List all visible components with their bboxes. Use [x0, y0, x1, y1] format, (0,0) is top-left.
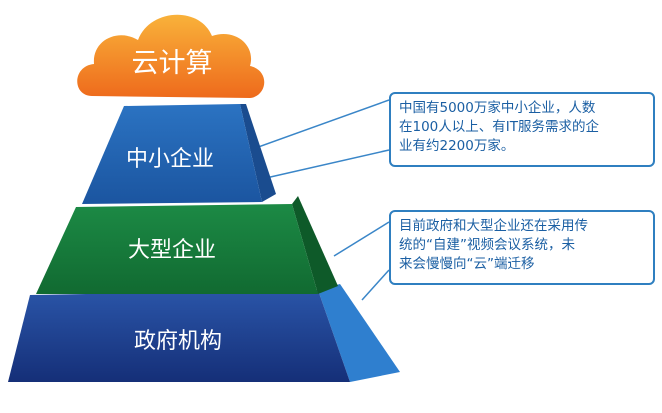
connector-line: [249, 99, 390, 151]
connector-line: [361, 269, 390, 301]
tier-government-front: [8, 290, 350, 382]
cloud-label: 云计算: [132, 48, 213, 79]
connector-line: [265, 149, 390, 179]
tier-sme: [82, 104, 276, 204]
callout-line: 来会慢慢向“云”端迁移: [399, 256, 535, 272]
tier-large-enterprise-label: 大型企业: [128, 238, 216, 263]
tier-large-enterprise-front: [36, 204, 318, 294]
callout-line: 在100人以上、有IT服务需求的企: [399, 119, 599, 135]
callout-line: 统的“自建”视频会议系统，未: [399, 237, 575, 253]
callout-sme: 中国有5000万家中小企业，人数 在100人以上、有IT服务需求的企 业有约22…: [389, 92, 655, 167]
tier-sme-label: 中小企业: [126, 147, 214, 172]
tier-sme-front: [82, 104, 262, 204]
connector-lines: [249, 99, 390, 301]
connector-line: [333, 221, 390, 257]
callout-line: 目前政府和大型企业还在采用传: [399, 218, 588, 234]
callout-line: 中国有5000万家中小企业，人数: [399, 100, 596, 116]
callout-government-enterprise: 目前政府和大型企业还在采用传 统的“自建”视频会议系统，未 来会慢慢向“云”端迁…: [389, 210, 655, 285]
callout-line: 业有约2200万家。: [399, 138, 515, 154]
tier-government-side: [318, 284, 400, 382]
cloud-icon: [77, 14, 265, 98]
tier-government-label: 政府机构: [134, 329, 222, 354]
tier-large-enterprise-side: [292, 196, 338, 294]
tier-sme-side: [240, 104, 276, 202]
tier-large-enterprise: [36, 196, 338, 294]
tier-government: [8, 284, 400, 382]
